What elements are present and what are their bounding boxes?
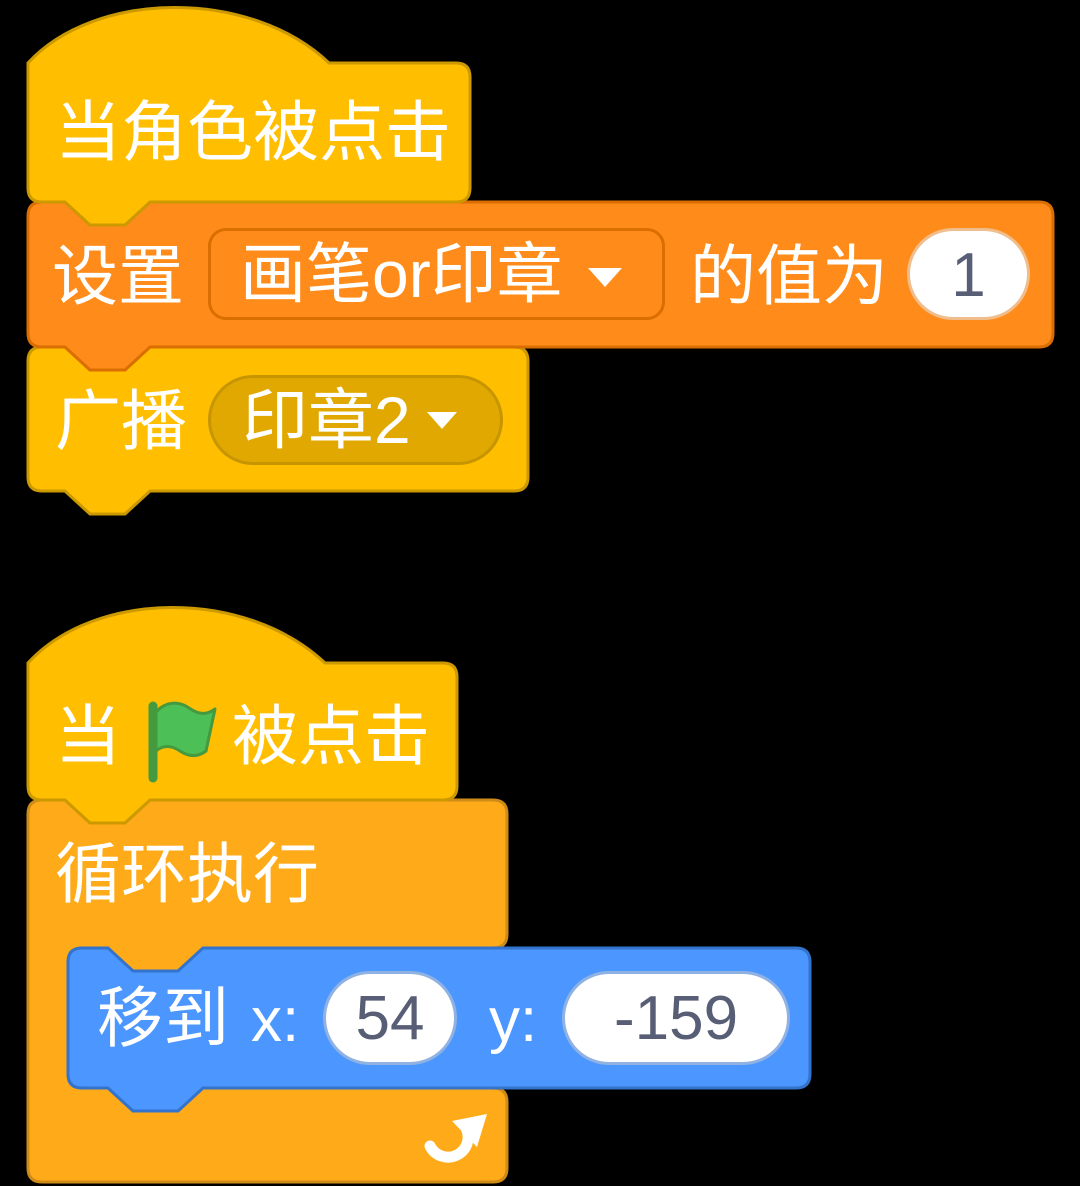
caret-down-icon [588,268,622,287]
y-value-input[interactable] [562,971,790,1065]
variable-dropdown-value: 画笔or印章 [240,237,563,311]
when-flag-label-clicked: 被点击 [232,699,430,773]
broadcast-message-dropdown[interactable] [208,375,503,465]
set-label: 设置 [52,239,184,313]
when-flag-clicked-block[interactable] [26,606,459,825]
broadcast-message-value: 印章2 [242,383,411,457]
y-label: y: [489,986,538,1055]
when-flag-label-when: 当 [55,699,121,773]
forever-label: 循环执行 [55,837,319,911]
go-to-label: 移到 [97,981,229,1055]
variable-dropdown[interactable] [208,228,665,320]
set-value-input[interactable] [907,228,1030,320]
x-value-input[interactable] [323,971,457,1065]
when-sprite-clicked-block[interactable] [26,6,472,227]
set-value-text: 1 [951,241,986,310]
when-sprite-clicked-label: 当角色被点击 [55,95,451,169]
y-value-text: -159 [613,984,739,1053]
caret-down-icon [427,412,457,429]
value-label: 的值为 [690,239,888,313]
x-value-text: 54 [355,984,425,1053]
x-label: x: [251,986,300,1055]
loop-arrow-icon [424,1114,487,1163]
broadcast-label: 广播 [55,384,187,458]
green-flag-icon [148,701,217,783]
